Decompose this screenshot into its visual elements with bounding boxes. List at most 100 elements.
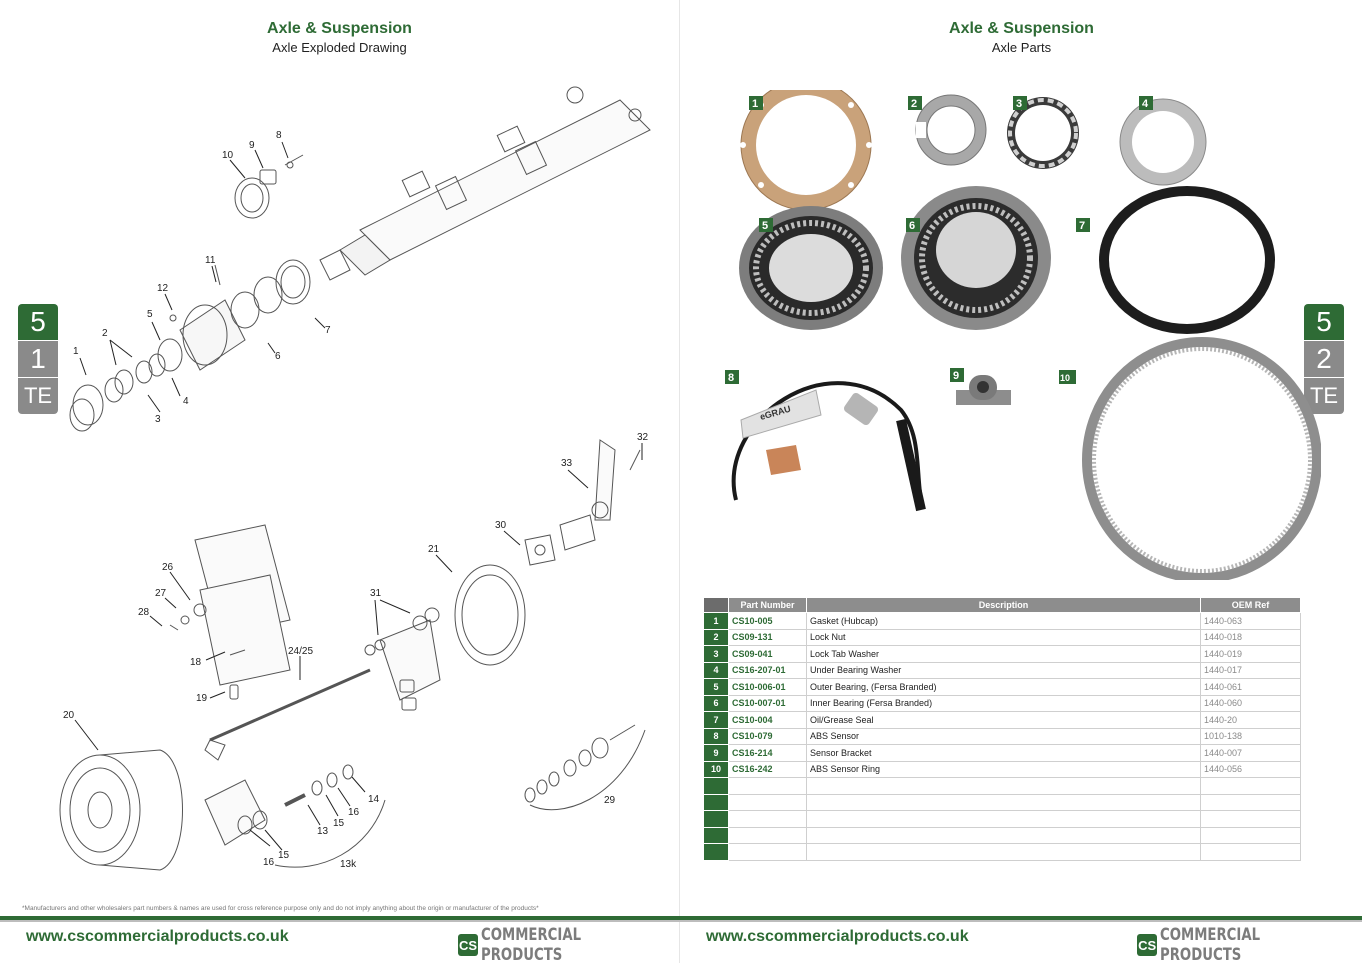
oem-ref-cell: 1010-138 [1200, 727, 1301, 745]
right-page-title: Axle & Suspension [949, 20, 1094, 37]
left-page: Axle & Suspension Axle Exploded Drawing … [0, 0, 680, 963]
part-number-cell [728, 843, 807, 861]
photo-badge-6: 6 [909, 220, 915, 232]
right-footer-logo: CS COMMERCIAL PRODUCTS [1137, 925, 1362, 963]
callout-7: 7 [325, 325, 331, 336]
row-number: 9 [703, 744, 729, 762]
description-cell: Lock Nut [806, 628, 1201, 646]
callout-12: 12 [157, 283, 169, 294]
slack-adjuster-kit-drawing [204, 764, 386, 868]
callout-14: 14 [368, 794, 380, 805]
callout-13: 13 [317, 826, 329, 837]
footer-divider [0, 916, 1362, 922]
callout-9: 9 [249, 140, 255, 151]
part-number-cell: CS16-214 [728, 744, 807, 762]
callout-6: 6 [275, 351, 281, 362]
callout-11: 11 [205, 255, 216, 266]
brake-drum-drawing [59, 749, 183, 871]
cs-logo-mark: CS [458, 934, 478, 956]
photo-inner-bearing [901, 186, 1051, 330]
header-description: Description [806, 597, 1201, 613]
row-number: 7 [703, 711, 729, 729]
row-number [703, 826, 729, 844]
callout-20: 20 [63, 710, 75, 721]
left-tab-code: TE [18, 378, 58, 414]
table-row [703, 777, 1301, 795]
photo-badge-4: 4 [1142, 98, 1149, 110]
part-number-cell [728, 826, 807, 844]
row-number [703, 793, 729, 811]
oem-ref-cell: 1440-20 [1200, 711, 1301, 729]
callout-19: 19 [196, 693, 208, 704]
part-number-cell: CS09-131 [728, 628, 807, 646]
row-number: 6 [703, 694, 729, 712]
callout-15b: 15 [278, 850, 290, 861]
brand-name: COMMERCIAL PRODUCTS [1160, 925, 1261, 963]
callout-15a: 15 [333, 818, 345, 829]
description-cell: Outer Bearing, (Fersa Branded) [806, 678, 1201, 696]
callout-33: 33 [561, 458, 573, 469]
row-number: 4 [703, 661, 729, 679]
callout-2: 2 [102, 328, 108, 339]
row-number [703, 843, 729, 861]
callout-28: 28 [138, 607, 150, 618]
axle-exploded-drawing: 10 9 8 11 12 5 2 1 3 4 6 7 32 33 30 21 3… [20, 60, 670, 900]
oem-ref-cell [1200, 826, 1301, 844]
right-page-subtitle: Axle Parts [991, 40, 1052, 55]
description-cell: Oil/Grease Seal [806, 711, 1201, 729]
right-page-title-block: Axle & Suspension Axle Parts [681, 20, 1362, 55]
part-number-cell: CS10-004 [728, 711, 807, 729]
right-page: Axle & Suspension Axle Parts 5 2 TE [681, 0, 1362, 963]
right-tab-page: 2 [1304, 341, 1344, 377]
row-number: 1 [703, 612, 729, 630]
left-page-subtitle: Axle Exploded Drawing [272, 40, 407, 55]
oem-ref-cell [1200, 843, 1301, 861]
callout-8: 8 [276, 130, 282, 141]
oem-ref-cell: 1440-056 [1200, 760, 1301, 778]
row-number [703, 810, 729, 828]
table-row [703, 793, 1301, 811]
kit-29-drawing [524, 724, 646, 811]
parts-photos: eGRAU 1 2 3 4 5 6 7 [721, 79, 1322, 583]
row-number: 3 [703, 645, 729, 663]
photo-lock-tab-washer [1007, 97, 1079, 169]
row-number: 8 [703, 727, 729, 745]
oem-ref-cell: 1440-060 [1200, 694, 1301, 712]
description-cell: Gasket (Hubcap) [806, 612, 1201, 630]
part-number-cell [728, 810, 807, 828]
photo-badge-5: 5 [762, 220, 768, 232]
row-number: 10 [703, 760, 729, 778]
part-number-cell: CS09-041 [728, 645, 807, 663]
part-number-cell: CS16-207-01 [728, 661, 807, 679]
callout-24-25: 24/25 [288, 646, 313, 657]
part-number-cell: CS10-079 [728, 727, 807, 745]
description-cell [806, 843, 1201, 861]
right-tab-section: 5 [1304, 304, 1344, 340]
part-number-cell: CS10-005 [728, 612, 807, 630]
part-number-cell: CS16-242 [728, 760, 807, 778]
photo-badge-9: 9 [953, 370, 959, 382]
description-cell: ABS Sensor [806, 727, 1201, 745]
left-page-title: Axle & Suspension [267, 20, 412, 37]
photo-gasket [740, 79, 872, 211]
left-footer-url[interactable]: www.cscommercialproducts.co.uk [26, 928, 289, 945]
part-number-cell [728, 777, 807, 795]
callout-5: 5 [147, 309, 153, 320]
right-footer-url[interactable]: www.cscommercialproducts.co.uk [706, 928, 969, 945]
callout-18: 18 [190, 657, 202, 668]
callout-1: 1 [73, 346, 79, 357]
part-number-cell: CS10-006-01 [728, 678, 807, 696]
callout-21: 21 [428, 544, 440, 555]
seal-bracket-drawing [234, 154, 304, 219]
oem-ref-cell: 1440-061 [1200, 678, 1301, 696]
